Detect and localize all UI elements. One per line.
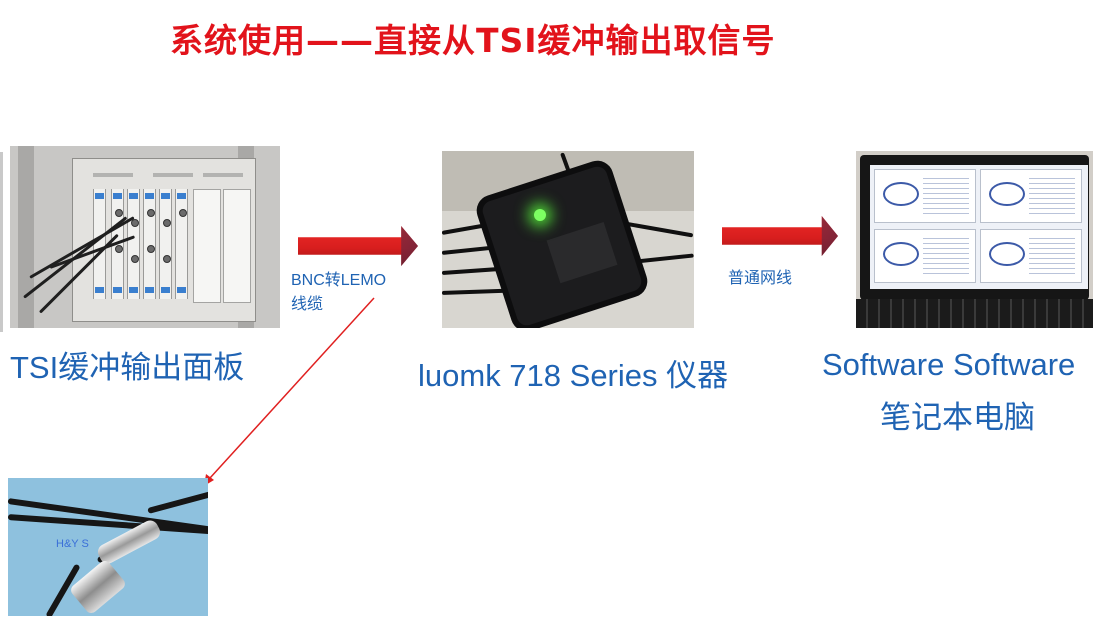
bnc-port <box>163 219 171 227</box>
chassis-label <box>93 173 133 177</box>
waveform-plot <box>1029 238 1075 274</box>
blank-module <box>193 189 221 303</box>
cable-label-line2: 线缆 <box>291 296 324 313</box>
blank-module <box>223 189 251 303</box>
software-caption-line1: Software Software <box>822 347 1076 382</box>
device-caption: luomk 718 Series 仪器 <box>418 358 729 393</box>
status-led <box>534 209 546 221</box>
laptop-photo <box>856 151 1093 328</box>
orbit-plot <box>989 182 1025 206</box>
orbit-plot <box>883 242 919 266</box>
rack-chassis <box>72 158 256 322</box>
bnc-lemo-cable-photo: H&Y S <box>8 478 208 616</box>
chassis-label <box>203 173 243 177</box>
network-label: 普通网线 <box>728 270 793 287</box>
laptop-keyboard <box>856 299 1093 328</box>
software-caption-line2: 笔记本电脑 <box>880 400 1035 435</box>
bnc-port <box>179 209 187 217</box>
tsi-panel-photo <box>10 146 280 328</box>
screen-chart-panel <box>874 169 976 223</box>
page-title: 系统使用——直接从TSI缓冲输出取信号 <box>170 21 776 60</box>
luomk-device-photo <box>442 151 694 328</box>
orbit-plot <box>883 182 919 206</box>
screen-chart-panel <box>980 169 1082 223</box>
laptop-bezel <box>860 155 1089 300</box>
cable-coil <box>147 489 208 514</box>
bnc-port <box>147 245 155 253</box>
cable-label-line1: BNC转LEMO <box>291 272 387 289</box>
bnc-port <box>115 209 123 217</box>
chassis-label <box>153 173 193 177</box>
pointer-line-stroke <box>209 297 375 479</box>
screen-chart-panel <box>980 229 1082 283</box>
waveform-plot <box>923 238 969 274</box>
left-edge-divider <box>0 152 3 332</box>
waveform-plot <box>923 178 969 214</box>
panel-caption: TSI缓冲输出面板 <box>10 350 245 385</box>
orbit-plot <box>989 242 1025 266</box>
bnc-port <box>131 219 139 227</box>
bnc-port <box>131 255 139 263</box>
rack-rail-left <box>18 146 34 328</box>
module-slot <box>159 189 172 299</box>
screen-chart-panel <box>874 229 976 283</box>
waveform-plot <box>1029 178 1075 214</box>
bnc-port <box>115 245 123 253</box>
photo-watermark: H&Y S <box>56 538 89 550</box>
laptop-screen <box>870 165 1088 289</box>
bnc-port <box>147 209 155 217</box>
bnc-port <box>163 255 171 263</box>
